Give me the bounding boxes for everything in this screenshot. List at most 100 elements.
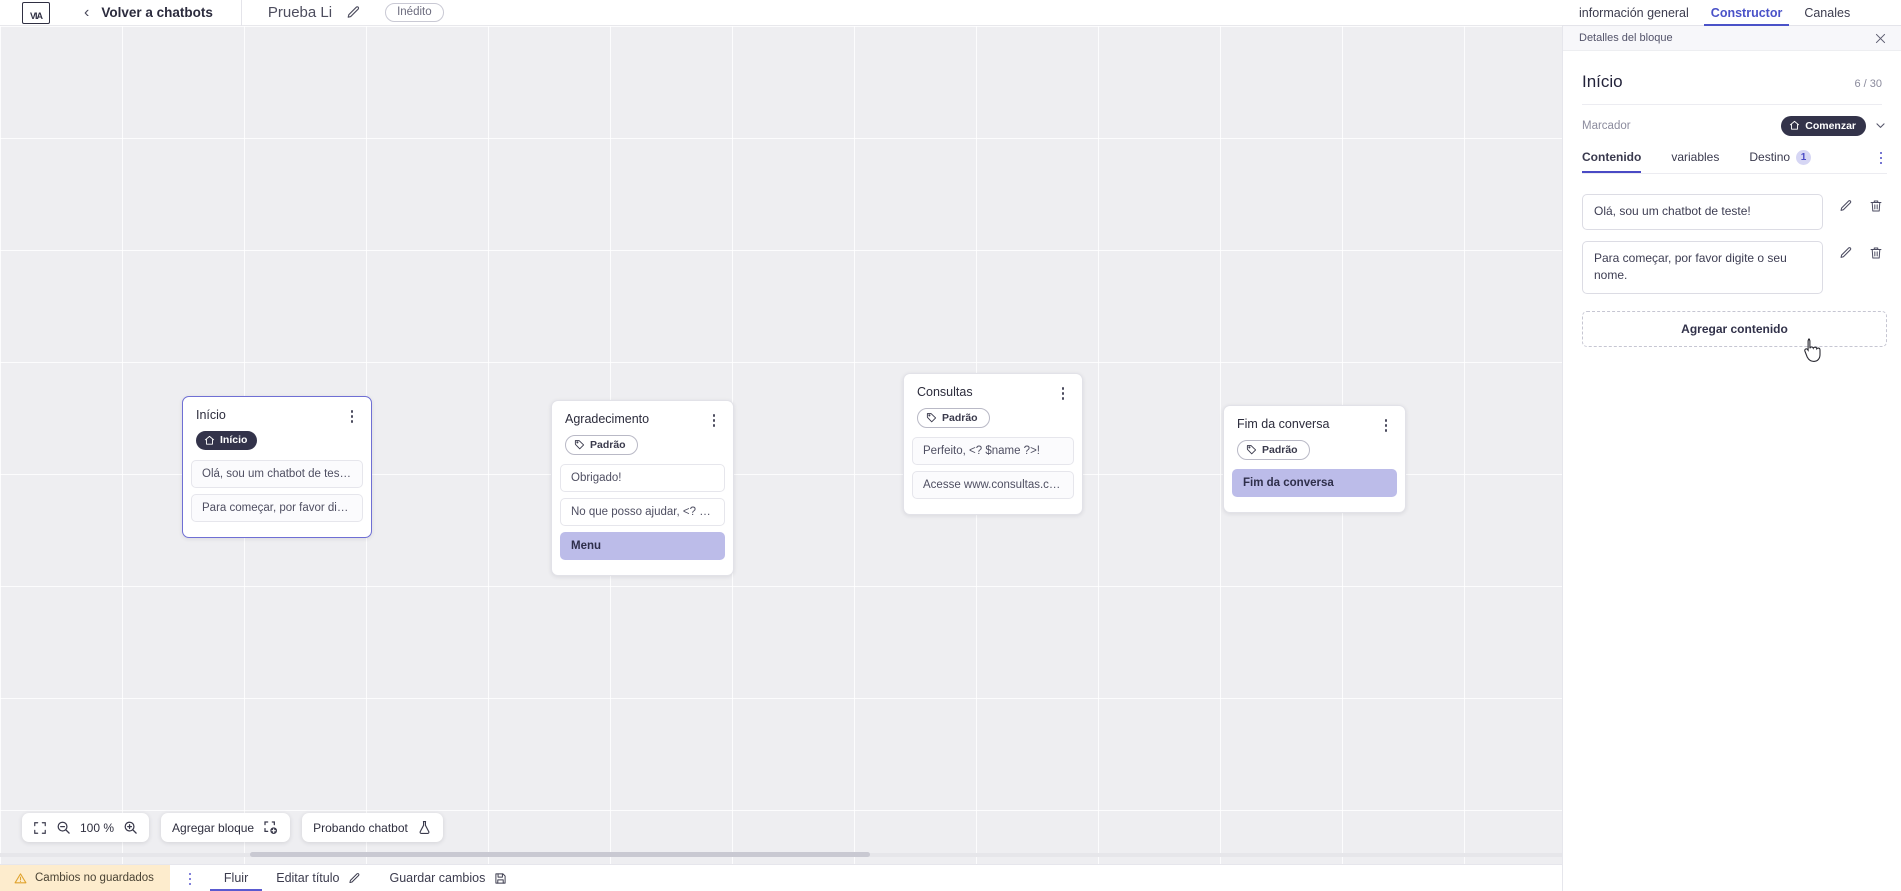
node-message[interactable]: Obrigado! (560, 464, 725, 493)
statusbar-tab-fluir[interactable]: Fluir (209, 865, 263, 891)
logo-glyph-text: VIA (29, 10, 43, 21)
edit-content-pencil-icon[interactable] (1839, 246, 1853, 260)
content-item-text[interactable]: Para começar, por favor digite o seu nom… (1582, 240, 1823, 294)
publish-status-badge: Inédito (385, 3, 444, 22)
panel-tab-label: variables (1671, 150, 1720, 164)
pencil-icon (349, 872, 360, 883)
unsaved-changes-label: Cambios no guardados (35, 872, 154, 884)
edit-name-pencil-icon[interactable] (346, 5, 361, 20)
tab-canales[interactable]: Canales (1804, 6, 1851, 20)
flask-icon (417, 820, 432, 835)
node-message[interactable]: No que posso ajudar, <? $name ... (560, 498, 725, 527)
node-menu-kebab-icon[interactable] (1057, 385, 1069, 400)
fit-screen-icon[interactable] (33, 821, 47, 835)
node-menu-kebab-icon[interactable] (708, 412, 720, 427)
zoom-in-button[interactable] (123, 820, 138, 835)
node-default-badge: Padrão (565, 434, 638, 456)
node-title: Início (196, 408, 226, 422)
content-item-actions (1823, 194, 1887, 213)
node-start-badge: Início (196, 430, 258, 451)
statusbar-menu-kebab-icon[interactable] (184, 871, 196, 886)
panel-tabs-menu-kebab-icon[interactable] (1875, 150, 1887, 173)
tag-icon (1246, 445, 1257, 455)
tab-constructor[interactable]: Constructor (1700, 6, 1794, 26)
node-message-highlight[interactable]: Fim da conversa (1232, 469, 1397, 498)
flow-canvas[interactable]: Início Início Olá, sou um chatbot de tes… (0, 26, 1562, 864)
canvas-horizontal-scrollbar[interactable] (0, 851, 1562, 858)
node-menu-kebab-icon[interactable] (1380, 417, 1392, 432)
char-counter: 6 / 30 (1854, 78, 1882, 90)
flow-node-consultas[interactable]: Consultas Padrão Perfeito, <? $name ?>! … (903, 373, 1083, 516)
zoom-out-button[interactable] (56, 820, 71, 835)
canvas-toolbar: 100 % Agregar bloque P (22, 813, 443, 842)
content-item-actions (1823, 241, 1887, 260)
delete-content-trash-icon[interactable] (1869, 246, 1883, 260)
save-changes-label: Guardar cambios (389, 871, 486, 885)
destino-count-badge: 1 (1796, 149, 1812, 165)
node-default-badge: Padrão (917, 407, 990, 429)
node-header: Agradecimento (552, 401, 733, 427)
back-to-chatbots-link[interactable]: Volver a chatbots (101, 5, 213, 20)
scrollbar-thumb[interactable] (250, 852, 870, 857)
node-tag-label: Início (220, 434, 248, 447)
block-details-panel: Detalles del bloque Início 6 / 30 Marcad… (1562, 26, 1901, 891)
content-item-text[interactable]: Olá, sou um chatbot de teste! (1582, 193, 1823, 230)
node-title: Fim da conversa (1237, 417, 1330, 431)
close-icon[interactable] (1874, 32, 1887, 45)
tag-icon (926, 413, 937, 423)
edit-title-button[interactable]: Editar título (276, 865, 361, 891)
node-tag-row: Padrão (552, 427, 733, 465)
content-item-row: Olá, sou um chatbot de teste! (1582, 193, 1887, 230)
node-tag-row: Padrão (1224, 432, 1405, 470)
panel-tab-variables[interactable]: variables (1671, 150, 1719, 172)
node-message[interactable]: Olá, sou um chatbot de teste! (191, 459, 363, 488)
node-header: Consultas (904, 374, 1082, 400)
panel-divider (1582, 104, 1882, 105)
back-chevron-icon[interactable]: ‹ (84, 3, 90, 21)
edit-content-pencil-icon[interactable] (1839, 199, 1853, 213)
flow-node-agradecimento[interactable]: Agradecimento Padrão Obrigado! No que po… (551, 400, 734, 577)
node-menu-kebab-icon[interactable] (346, 408, 358, 423)
node-message[interactable]: Para começar, por favor digite o ... (191, 493, 363, 522)
home-icon (204, 435, 215, 445)
toolbar-divider (240, 0, 242, 26)
node-message[interactable]: Acesse www.consultas.com par... (912, 471, 1074, 500)
marker-badge[interactable]: Comenzar (1781, 116, 1866, 136)
save-disk-icon (495, 872, 506, 884)
delete-content-trash-icon[interactable] (1869, 199, 1883, 213)
unsaved-changes-indicator: Cambios no guardados (0, 864, 170, 891)
node-message-highlight[interactable]: Menu (560, 532, 725, 561)
flow-node-fim-da-conversa[interactable]: Fim da conversa Padrão Fim da conversa (1223, 405, 1406, 514)
node-title: Agradecimento (565, 412, 650, 426)
node-tag-row: Padrão (904, 400, 1082, 438)
app-logo-icon: VIA (22, 1, 50, 24)
test-chatbot-button[interactable]: Probando chatbot (302, 813, 443, 842)
node-message[interactable]: Perfeito, <? $name ?>! (912, 437, 1074, 466)
save-changes-button[interactable]: Guardar cambios (389, 865, 507, 891)
node-tag-label: Padrão (942, 411, 978, 424)
panel-tab-label: Destino (1749, 150, 1791, 164)
chevron-down-icon[interactable] (1874, 119, 1887, 132)
node-default-badge: Padrão (1237, 439, 1310, 461)
home-icon (1790, 120, 1800, 130)
node-tag-row: Início (183, 423, 371, 460)
zoom-level-value: 100 % (80, 820, 115, 835)
marker-value-group[interactable]: Comenzar (1781, 116, 1887, 136)
panel-header-title: Detalles del bloque (1579, 32, 1673, 44)
add-content-button[interactable]: Agregar contenido (1582, 310, 1887, 347)
tag-icon (574, 440, 585, 450)
panel-tab-destino[interactable]: Destino 1 (1749, 149, 1812, 173)
node-tag-label: Padrão (590, 438, 626, 451)
fluir-label: Fluir (223, 871, 249, 885)
node-tag-label: Padrão (1262, 443, 1298, 456)
tab-informacion-general[interactable]: información general (1579, 6, 1689, 20)
panel-tab-contenido[interactable]: Contenido (1582, 150, 1642, 173)
node-header: Início (183, 397, 371, 423)
node-header: Fim da conversa (1224, 406, 1405, 432)
add-block-button[interactable]: Agregar bloque (161, 813, 291, 842)
flow-node-inicio[interactable]: Início Início Olá, sou um chatbot de tes… (182, 396, 372, 538)
test-chatbot-label: Probando chatbot (313, 820, 408, 835)
panel-tab-label: Contenido (1582, 150, 1642, 164)
panel-tabs: Contenido variables Destino 1 (1582, 149, 1887, 174)
marker-row: Marcador Comenzar (1563, 105, 1901, 136)
